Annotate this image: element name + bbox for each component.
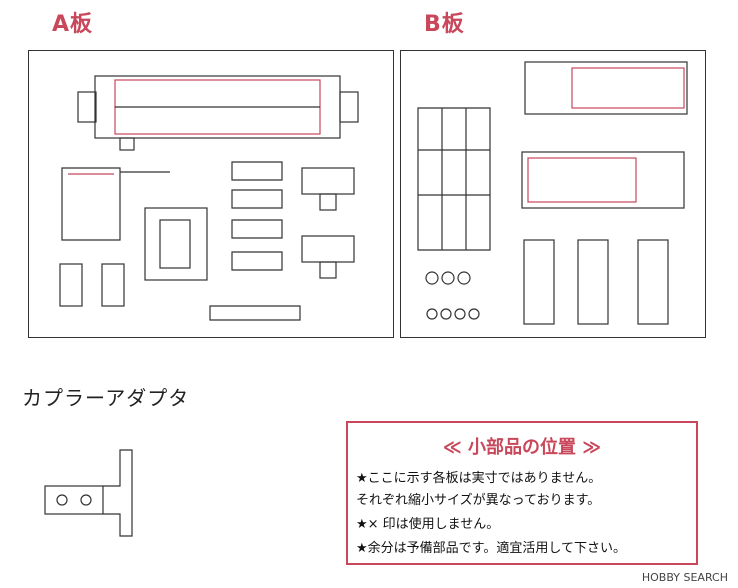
sheet-b-panel (400, 50, 706, 338)
lower-frame-part (521, 151, 685, 209)
note-line: それぞれ縮小サイズが異なっております。 (356, 493, 601, 508)
coupler-parts (59, 263, 301, 321)
coupler-adapter-label: カプラーアダプタ (22, 386, 190, 410)
wheel-parts (425, 271, 480, 320)
parts-note-box: ≪ 小部品の位置 ≫ ★ここに示す各板は実寸ではありません。 それぞれ縮小サイズ… (346, 421, 698, 565)
sheet-a-title: A板 (52, 12, 94, 37)
coupler-adapter-part (44, 449, 133, 537)
note-line: ★余分は予備部品です。適宜活用して下さい。 (356, 541, 626, 556)
note-line: ★× 印は使用しません。 (356, 517, 500, 532)
square-panel-part (144, 207, 208, 281)
upper-frame-part (524, 61, 688, 115)
bogie-frame-part (417, 107, 491, 251)
note-line: ★ここに示す各板は実寸ではありません。 (356, 471, 602, 486)
watermark: HOBBY SEARCH (641, 571, 728, 584)
clip-parts (231, 161, 283, 271)
body-shell-part (61, 167, 170, 241)
sheet-b-title: B板 (424, 12, 465, 37)
side-frame-parts (523, 239, 669, 325)
chassis-frame-part (77, 75, 359, 151)
bracket-parts (301, 167, 355, 279)
note-title: ≪ 小部品の位置 ≫ (442, 437, 602, 458)
